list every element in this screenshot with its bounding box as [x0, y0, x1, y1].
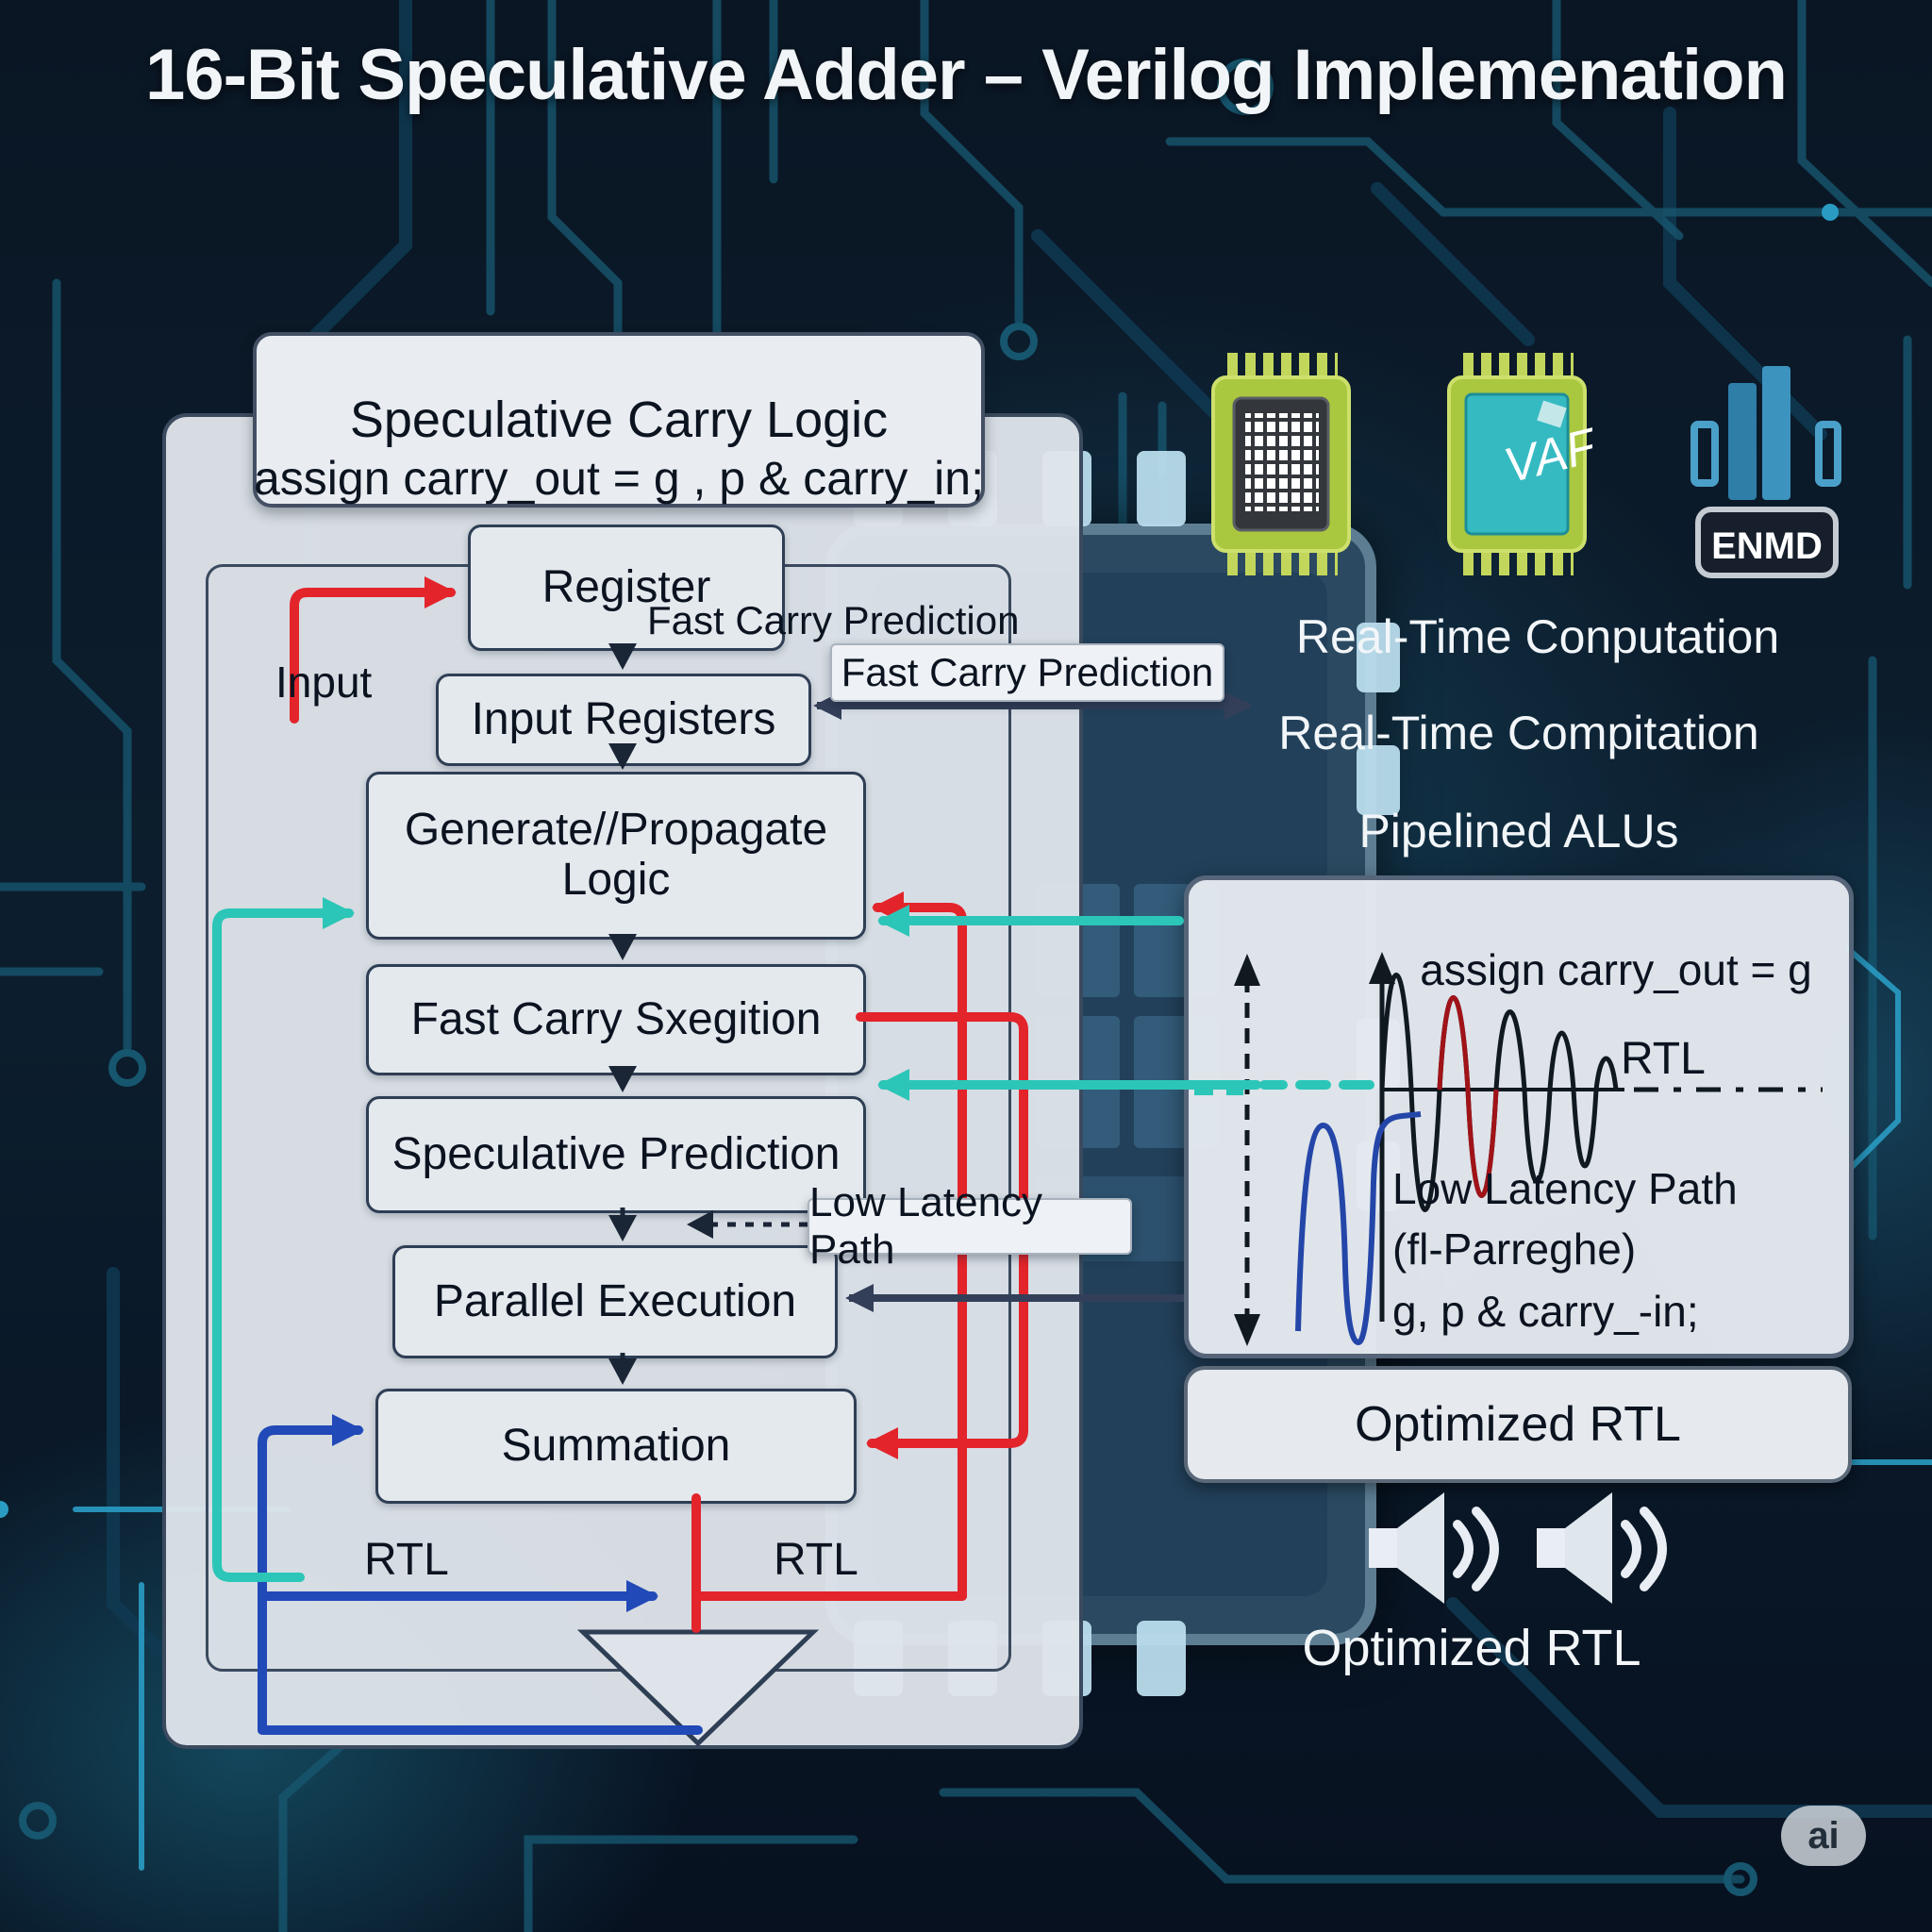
- box-label: Speculative Prediction: [391, 1128, 841, 1179]
- optimized-rtl-box-label: Optimized RTL: [1355, 1397, 1681, 1452]
- tag-label: Fast Carry Prediction: [841, 650, 1214, 694]
- chip-pin: [1137, 1621, 1186, 1696]
- box-label: Parallel Execution: [433, 1275, 797, 1326]
- chip-grid-icon: [1211, 353, 1351, 575]
- flow-box-register: Register: [468, 525, 785, 651]
- caption-real-time-compitation: Real-Time Compitation: [1278, 707, 1759, 759]
- wave-rtl-label: RTL: [1621, 1034, 1706, 1084]
- wave-parreghe-text: (fl-Parreghe): [1392, 1224, 1637, 1274]
- rtl-label-left: RTL: [364, 1535, 449, 1585]
- flow-box-generate-propagate: Generate//Propagate Logic: [366, 772, 866, 940]
- rtl-label-right: RTL: [774, 1535, 858, 1585]
- speaker-icons: [1369, 1492, 1667, 1604]
- box-label: Register: [541, 561, 711, 612]
- sine-wave-black: [1379, 973, 1619, 1212]
- optimized-rtl-box: Optimized RTL: [1184, 1366, 1852, 1483]
- caption-optimized-rtl: Optimized RTL: [1302, 1620, 1641, 1676]
- box-label: Input Registers: [471, 693, 776, 744]
- waveform-plot: [1194, 952, 1823, 1346]
- sine-wave-red-cycle: [1437, 995, 1499, 1198]
- chip-pin: [1357, 745, 1400, 815]
- chip-pin: [1357, 623, 1400, 692]
- low-latency-path-tag: Low Latency Path: [808, 1179, 1132, 1273]
- flow-box-input-registers: Input Registers: [436, 674, 811, 766]
- blue-wave: [1295, 1111, 1422, 1346]
- ai-badge: ai: [1781, 1806, 1866, 1866]
- flow-box-speculative-prediction: Speculative Prediction: [366, 1096, 866, 1213]
- speculative-carry-logic-header: Speculative Carry Logic: [253, 332, 985, 508]
- flow-box-fast-carry: Fast Carry Sxegition: [366, 964, 866, 1075]
- caption-pipelined-alus: Pipelined ALUs: [1358, 805, 1679, 858]
- wave-assign-text: assign carry_out = g: [1420, 945, 1812, 994]
- wave-carry-text: g, p & carry_-in;: [1392, 1287, 1699, 1336]
- header-label: Speculative Carry Logic: [349, 391, 889, 448]
- box-label: Fast Carry Sxegition: [410, 993, 822, 1044]
- fast-carry-prediction-tag: Fast Carry Prediction: [830, 643, 1224, 702]
- tag-label: Low Latency Path: [809, 1179, 1043, 1273]
- flow-box-summation: Summation: [375, 1389, 857, 1504]
- wave-low-latency-text: Low Latency Path: [1392, 1164, 1738, 1213]
- page-title: 16-Bit Speculative Adder – Verilog Imple…: [145, 35, 1788, 115]
- enmd-badge-text: ENMD: [1711, 525, 1823, 567]
- bar-meter-icon: ENMD: [1690, 366, 1841, 578]
- box-label: Generate//Propagate Logic: [404, 805, 828, 905]
- flow-box-parallel-execution: Parallel Execution: [392, 1245, 838, 1358]
- input-label: Input: [275, 658, 373, 707]
- assign-statement: assign carry_out = g , p & carry_in;: [254, 452, 984, 505]
- waveform-panel: assign carry_out = g RTL Low Latency Pat…: [1184, 875, 1854, 1358]
- speaker-icon: [1537, 1492, 1667, 1604]
- fast-carry-prediction-inline-label: Fast Carry Prediction: [647, 598, 1020, 642]
- caption-real-time-computation: Real-Time Conputation: [1295, 610, 1780, 663]
- box-label: Summation: [501, 1420, 731, 1471]
- ai-badge-text: ai: [1807, 1814, 1840, 1857]
- chip-signature-icon: VAF: [1447, 353, 1592, 575]
- speaker-icon: [1369, 1492, 1499, 1604]
- chip-pin: [1137, 451, 1186, 526]
